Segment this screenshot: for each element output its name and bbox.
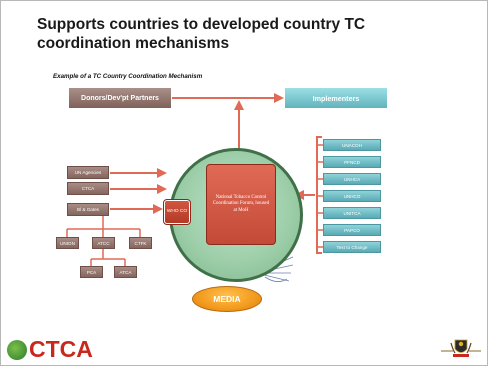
- atca-box: ATCA: [114, 266, 137, 278]
- gates-box: Bl & Gates: [67, 203, 109, 216]
- ctca-globe-icon: [7, 340, 27, 360]
- who-co-box: WHO CO: [163, 199, 191, 225]
- right-box-unitca: UNITCA: [323, 207, 381, 219]
- implementers-box: Implementers: [285, 88, 387, 108]
- un-agencies-box: UN Agencies: [67, 166, 109, 179]
- ctca-logo: CTCA: [9, 338, 93, 361]
- ctca-box: CTCA: [67, 182, 109, 195]
- right-bracket: [316, 136, 322, 254]
- right-box-unhca: UNHCA: [323, 173, 381, 185]
- right-box-pfncd: PFNCD: [323, 156, 381, 168]
- coat-of-arms-icon: [441, 339, 481, 357]
- atcc-box: ATCC: [92, 237, 115, 249]
- ctfk-box: CTFK: [129, 237, 152, 249]
- pca-box: PCA: [80, 266, 103, 278]
- media-ellipse: MEDIA: [192, 286, 262, 312]
- diagram-subtitle: Example of a TC Country Coordination Mec…: [53, 73, 203, 80]
- right-box-papco: PAPCO: [323, 224, 381, 236]
- right-box-unhco: UNHCO: [323, 190, 381, 202]
- right-box-text-to-change: Text to Change: [323, 241, 381, 253]
- coordination-forum-box: National Tobacco Control Coordination Fo…: [206, 164, 276, 245]
- ctca-logo-text: CTCA: [29, 336, 93, 362]
- slide-title: Supports countries to developed country …: [37, 16, 366, 52]
- donors-box: Donors/Dev'pt Partners: [69, 88, 171, 108]
- union-box: UNION: [56, 237, 79, 249]
- right-box-unacoh: UNACOH: [323, 139, 381, 151]
